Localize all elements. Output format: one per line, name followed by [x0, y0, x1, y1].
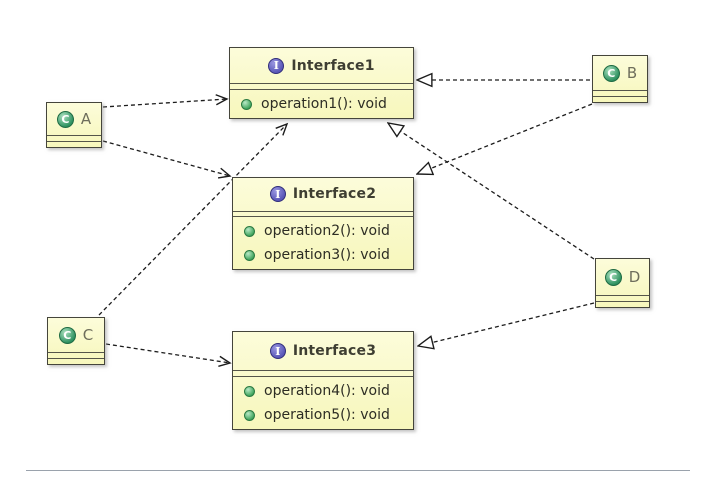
operation-label: operation1(): void [261, 96, 387, 112]
public-operation-icon [244, 409, 255, 421]
node-interface3[interactable]: I Interface3 operation4(): void operatio… [232, 331, 414, 430]
edge-dependency-C-Interface3[interactable] [105, 343, 232, 367]
node-class-b[interactable]: C B [592, 55, 648, 103]
class-a-title-compartment: C A [47, 103, 101, 135]
operation-label: operation3(): void [264, 247, 390, 263]
edge-dependency-A-Interface2[interactable] [102, 140, 232, 179]
node-interface1[interactable]: I Interface1 operation1(): void [229, 47, 414, 119]
class-b-operations-compartment [593, 97, 647, 102]
class-icon-glyph: C [63, 328, 72, 342]
edge-realization-D-Interface1[interactable] [388, 123, 595, 260]
class-icon: C [56, 110, 74, 128]
operation-label: operation4(): void [264, 383, 390, 399]
class-d-operations-compartment [596, 302, 649, 307]
class-icon: C [604, 268, 622, 286]
interface-icon-glyph: I [275, 187, 281, 201]
edge-realization-D-Interface3[interactable] [418, 302, 595, 346]
node-class-a[interactable]: C A [46, 102, 102, 148]
public-operation-icon [244, 385, 255, 397]
class-icon: C [602, 64, 620, 82]
class-icon-glyph: C [607, 66, 616, 80]
class-a-name: A [80, 110, 92, 128]
node-interface2[interactable]: I Interface2 operation2(): void operatio… [232, 177, 414, 270]
interface-icon: I [269, 186, 286, 203]
operation-label: operation2(): void [264, 223, 390, 239]
class-d-name: D [628, 268, 641, 286]
interface1-title-compartment: I Interface1 [230, 48, 413, 83]
node-class-c[interactable]: C C [47, 317, 105, 365]
edge-dependency-A-Interface1[interactable] [102, 94, 229, 108]
interface-icon-glyph: I [273, 59, 279, 73]
public-operation-icon [244, 249, 255, 261]
class-icon: C [58, 326, 76, 344]
operation-row[interactable]: operation3(): void [233, 243, 413, 267]
interface2-name: Interface2 [292, 186, 377, 203]
class-c-title-compartment: C C [48, 318, 104, 352]
canvas-bottom-edge [26, 470, 690, 471]
interface3-attributes-compartment [233, 370, 413, 377]
interface3-operations-compartment: operation4(): void operation5(): void [233, 377, 413, 429]
interface1-attributes-compartment [230, 83, 413, 90]
interface2-title-compartment: I Interface2 [233, 178, 413, 211]
interface2-attributes-compartment [233, 210, 413, 217]
public-operation-icon [244, 225, 255, 237]
interface-icon: I [268, 57, 285, 74]
class-icon-glyph: C [609, 270, 618, 284]
operation-row[interactable]: operation4(): void [233, 379, 413, 403]
class-c-name: C [82, 326, 94, 344]
class-c-operations-compartment [48, 359, 104, 364]
class-b-name: B [626, 64, 638, 82]
operation-row[interactable]: operation5(): void [233, 403, 413, 427]
interface1-operations-compartment: operation1(): void [230, 90, 413, 118]
class-icon-glyph: C [61, 112, 70, 126]
operation-row[interactable]: operation1(): void [230, 92, 413, 116]
interface-icon: I [269, 343, 286, 359]
class-c-attributes-compartment [48, 352, 104, 359]
interface1-name: Interface1 [291, 57, 375, 74]
class-a-operations-compartment [47, 142, 101, 147]
interface2-operations-compartment: operation2(): void operation3(): void [233, 217, 413, 269]
node-class-d[interactable]: C D [595, 258, 650, 308]
class-d-title-compartment: C D [596, 259, 649, 295]
interface3-name: Interface3 [292, 343, 377, 359]
public-operation-icon [241, 98, 252, 110]
operation-row[interactable]: operation2(): void [233, 219, 413, 243]
class-a-attributes-compartment [47, 135, 101, 142]
class-d-attributes-compartment [596, 295, 649, 302]
edge-dependency-C-Interface1[interactable] [98, 122, 289, 316]
edge-realization-B-Interface2[interactable] [417, 103, 593, 174]
operation-label: operation5(): void [264, 407, 390, 423]
class-b-title-compartment: C B [593, 56, 647, 90]
interface-icon-glyph: I [275, 344, 281, 358]
interface3-title-compartment: I Interface3 [233, 332, 413, 370]
class-b-attributes-compartment [593, 90, 647, 97]
